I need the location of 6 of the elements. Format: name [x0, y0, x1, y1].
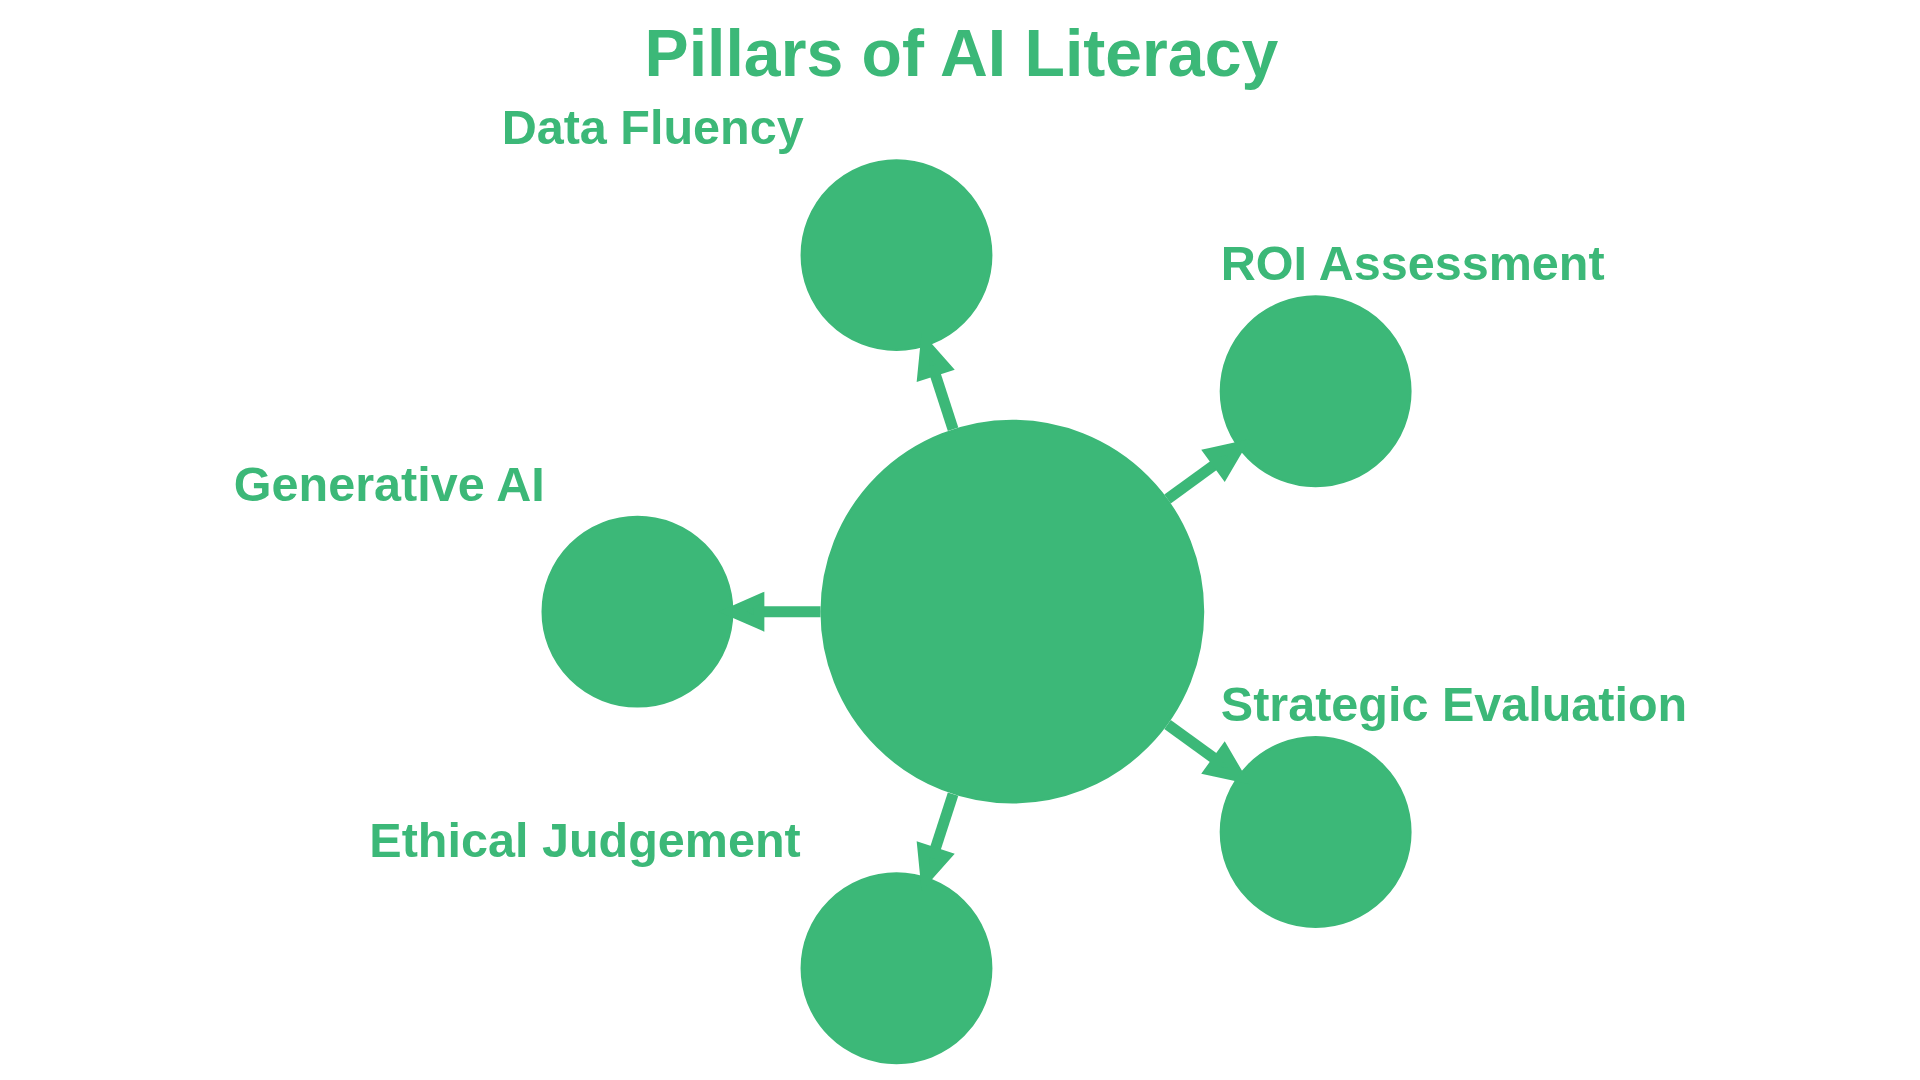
node-label: Generative AI [233, 456, 545, 511]
node-label: Strategic Evaluation [1220, 676, 1688, 731]
diagram-title: Pillars of AI Literacy [644, 16, 1279, 91]
node-label: Data Fluency [501, 99, 804, 154]
node-label: ROI Assessment [1220, 236, 1605, 291]
node-label: Ethical Judgement [369, 813, 801, 868]
